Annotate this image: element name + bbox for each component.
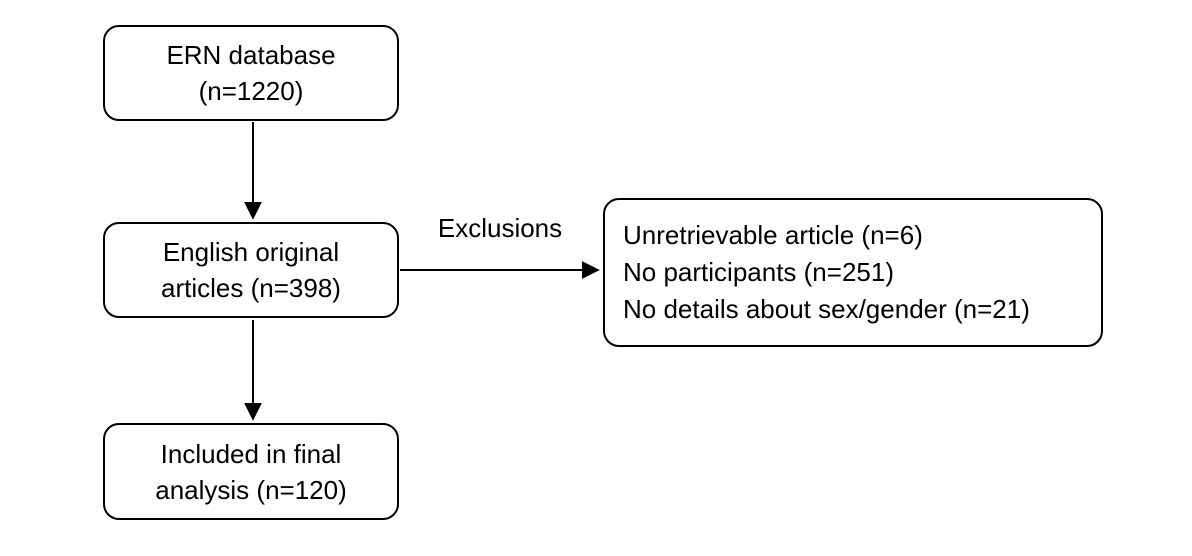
- flow-box-exclusions-detail: Unretrievable article (n=6) No participa…: [603, 198, 1103, 347]
- exclusion-line-unretrievable: Unretrievable article (n=6): [623, 220, 923, 250]
- edge-label-exclusions: Exclusions: [437, 213, 563, 243]
- exclusion-line-no-sex-gender: No details about sex/gender (n=21): [623, 294, 1030, 324]
- flow-box-ern-database: ERN database (n=1220): [103, 25, 399, 121]
- exclusion-line-no-participants: No participants (n=251): [623, 257, 894, 287]
- flow-box-english-articles: English original articles (n=398): [103, 222, 399, 318]
- flow-box-included-analysis: Included in final analysis (n=120): [103, 423, 399, 520]
